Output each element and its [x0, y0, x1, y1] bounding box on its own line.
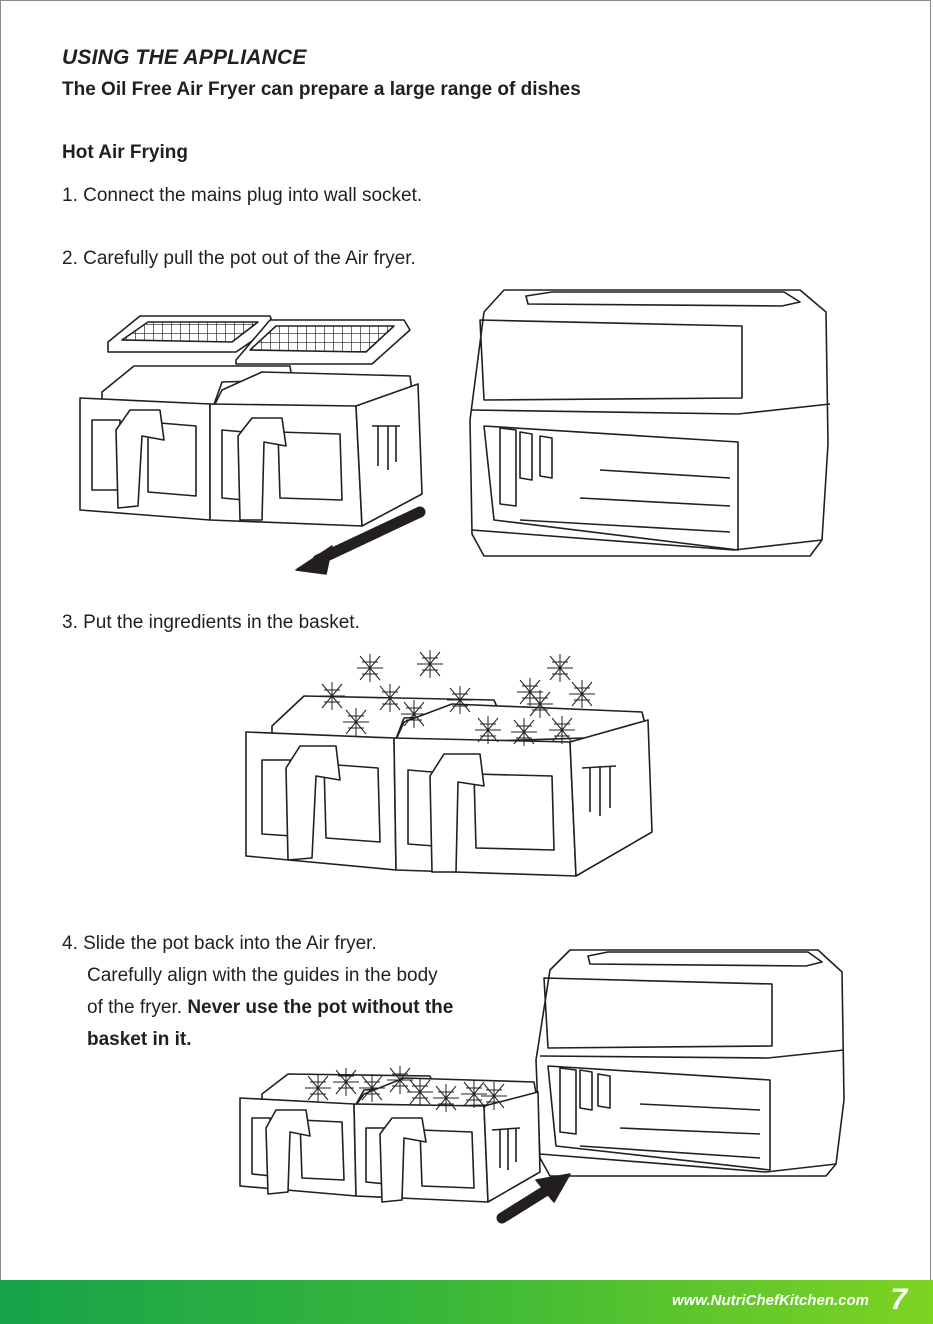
- footer-bar: www.NutriChefKitchen.com 7: [0, 1280, 933, 1324]
- dual-basket-icon: [79, 365, 423, 527]
- ingredients-in-basket-illustration: [245, 649, 653, 877]
- step-4-warning-1: Never use the pot without the: [187, 997, 454, 1018]
- step-4-text: 4. Slide the pot back into the Air fryer…: [62, 928, 522, 1056]
- page-subtitle: The Oil Free Air Fryer can prepare a lar…: [62, 79, 581, 100]
- step-2-text: 2. Carefully pull the pot out of the Air…: [62, 248, 416, 269]
- step-4-line-3: of the fryer.: [87, 997, 183, 1018]
- step-4-line-1: 4. Slide the pot back into the Air fryer…: [62, 933, 377, 954]
- insert-arrow-icon: [496, 1182, 556, 1224]
- step-3-text: 3. Put the ingredients in the basket.: [62, 612, 360, 633]
- page-border: [0, 0, 931, 1280]
- illustrations-layer: [79, 289, 845, 1224]
- step-1-text: 1. Connect the mains plug into wall sock…: [62, 185, 423, 206]
- section-heading: Hot Air Frying: [62, 142, 188, 163]
- slide-basket-back-illustration: [239, 949, 845, 1224]
- pull-out-arrow-icon: [312, 506, 426, 566]
- crisper-rack-icon: [107, 315, 411, 365]
- page-number: 7: [890, 1283, 907, 1316]
- baskets-removed-illustration: [79, 289, 831, 575]
- air-fryer-body-icon: [469, 289, 831, 557]
- footer-url[interactable]: www.NutriChefKitchen.com: [672, 1292, 869, 1309]
- step-4-warning-2: basket in it.: [87, 1029, 192, 1050]
- step-4-line-2: Carefully align with the guides in the b…: [87, 965, 438, 986]
- page-title: USING THE APPLIANCE: [62, 46, 307, 69]
